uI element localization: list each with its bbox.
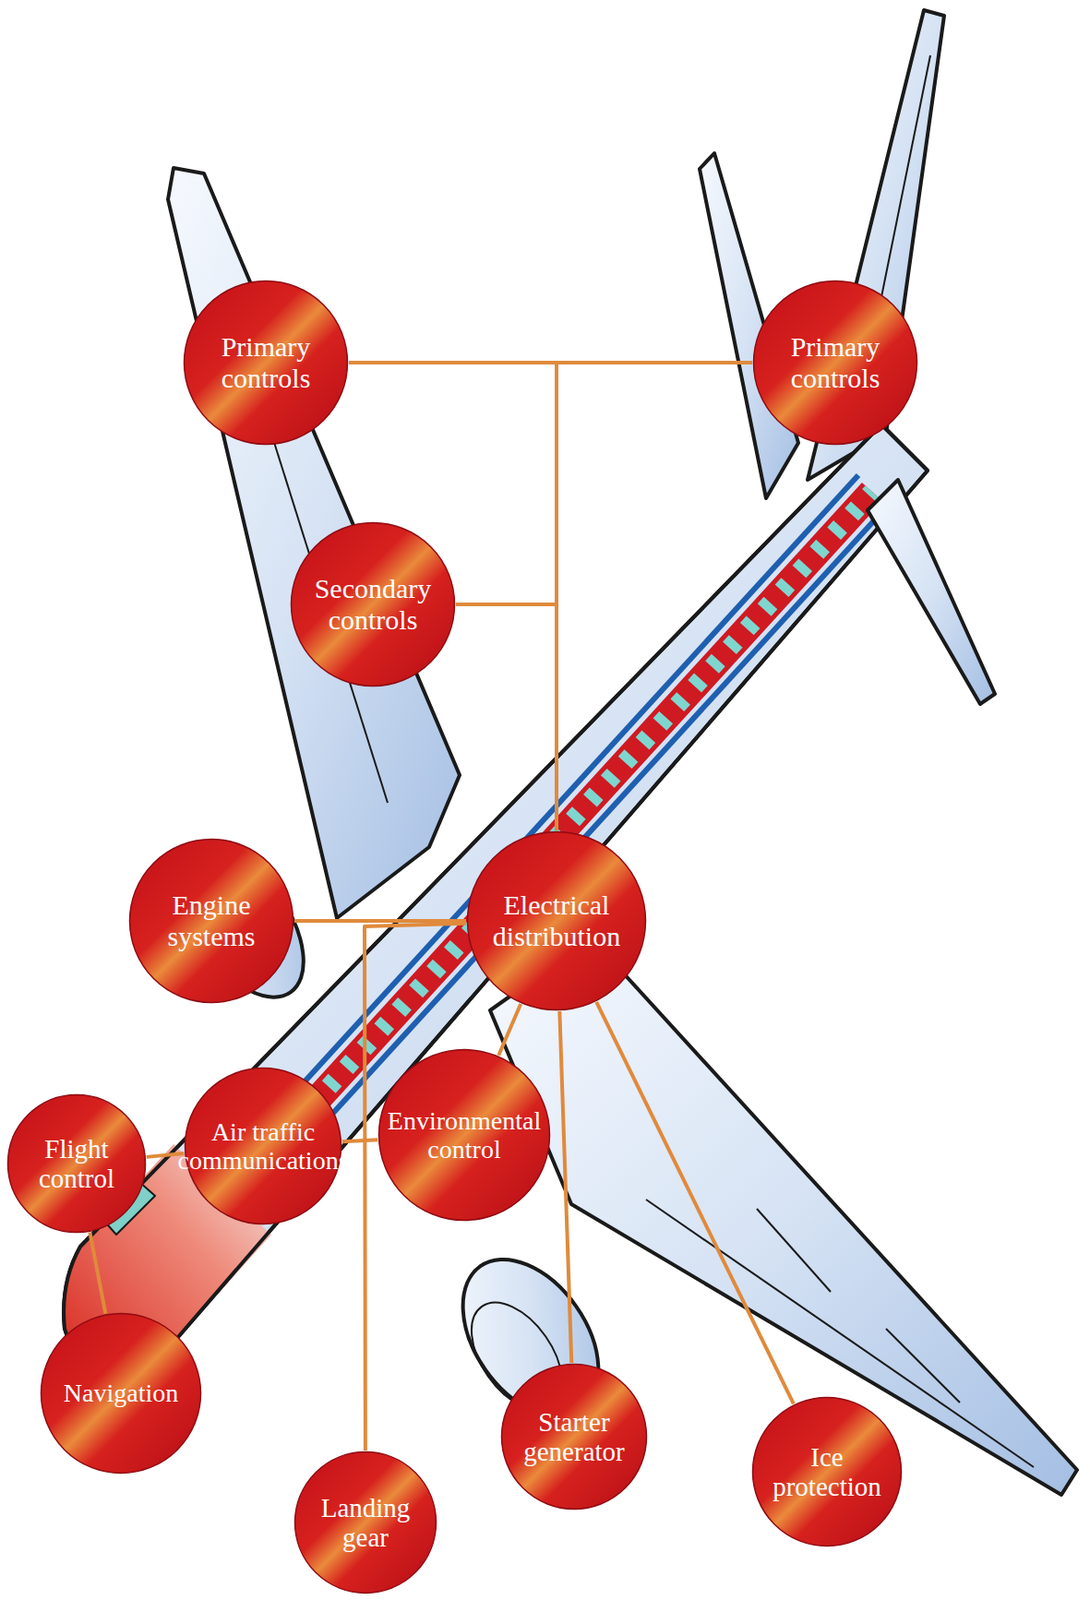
system-label: Starter generator <box>512 1407 637 1468</box>
wing-flap-line <box>886 1329 960 1403</box>
circle-shape <box>754 281 918 445</box>
circle-shape <box>41 1314 202 1474</box>
circle-shape <box>184 281 348 445</box>
system-label: Environmental control <box>377 1106 551 1165</box>
system-circle: Engine systems <box>128 838 295 1005</box>
circle-shape <box>8 1095 146 1234</box>
circle-shape <box>291 523 456 687</box>
system-circle: Ice protection <box>751 1396 903 1548</box>
system-label: Air traffic communications <box>177 1117 348 1176</box>
connector-line <box>498 1004 521 1056</box>
system-circle: Starter generator <box>500 1363 648 1511</box>
system-label: Navigation <box>47 1378 195 1408</box>
connector-line <box>596 1002 794 1404</box>
system-circle: Air traffic communications <box>183 1066 343 1226</box>
system-label: Primary controls <box>205 331 326 394</box>
system-label: Primary controls <box>775 331 896 394</box>
circle-shape <box>295 1452 437 1594</box>
system-label: Electrical distribution <box>478 889 635 952</box>
system-circle: Navigation <box>39 1312 203 1475</box>
connector-line <box>559 1011 572 1364</box>
right-stabilizer <box>867 479 995 705</box>
circle-shape <box>130 839 294 1004</box>
system-circle: Flight control <box>6 1093 147 1234</box>
system-label: Ice protection <box>762 1442 892 1503</box>
system-circle: Environmental control <box>377 1048 551 1222</box>
system-label: Engine systems <box>155 889 267 952</box>
system-label: Secondary controls <box>303 573 443 635</box>
system-circle: Primary controls <box>752 279 919 446</box>
system-label: Flight control <box>30 1134 123 1195</box>
system-circle: Electrical distribution <box>466 830 647 1012</box>
connector-line <box>342 1139 378 1142</box>
wing-flap-line <box>756 1209 831 1293</box>
circle-shape <box>502 1365 647 1510</box>
system-circle: Primary controls <box>182 279 349 446</box>
system-circle: Secondary controls <box>289 521 456 688</box>
upper-wing <box>167 167 460 919</box>
system-circle: Landing gear <box>293 1450 438 1595</box>
connector-line <box>89 1233 106 1315</box>
airplane <box>63 10 1078 1496</box>
connector-line <box>455 604 557 831</box>
connector-line <box>294 919 467 923</box>
circle-shape <box>467 832 647 1011</box>
connector-line <box>556 362 753 831</box>
system-label: Landing gear <box>314 1493 417 1554</box>
circle-shape <box>753 1398 902 1547</box>
